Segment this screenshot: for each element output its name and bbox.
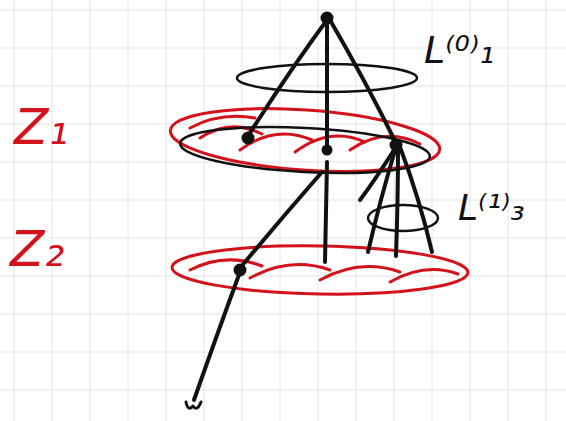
grid-line xyxy=(0,314,566,315)
grid-line xyxy=(242,0,243,421)
grid-line xyxy=(280,0,281,421)
tree-edge xyxy=(194,20,432,400)
grid-line xyxy=(90,0,91,421)
grid-line xyxy=(166,0,167,421)
edge-set-label: L⁽¹⁾₃ xyxy=(458,188,525,228)
grid-line xyxy=(0,238,566,239)
grid-line xyxy=(0,352,566,353)
grid-line xyxy=(0,390,566,391)
grid-line xyxy=(0,10,566,11)
grid-line xyxy=(204,0,205,421)
grid-line xyxy=(394,0,395,421)
level-band xyxy=(172,243,469,296)
grid-line xyxy=(546,0,547,421)
grid-line xyxy=(52,0,53,421)
grid-line xyxy=(0,276,566,277)
grid-line xyxy=(128,0,129,421)
tree-vertex xyxy=(186,13,401,408)
grid-line xyxy=(14,0,15,421)
grid-line xyxy=(0,124,566,125)
grid-line xyxy=(0,162,566,163)
set-label: Z₂ xyxy=(10,222,64,277)
edge-set-label: L⁽⁰⁾₁ xyxy=(424,30,494,72)
set-label: Z₁ xyxy=(14,100,68,155)
level-band xyxy=(168,101,442,180)
